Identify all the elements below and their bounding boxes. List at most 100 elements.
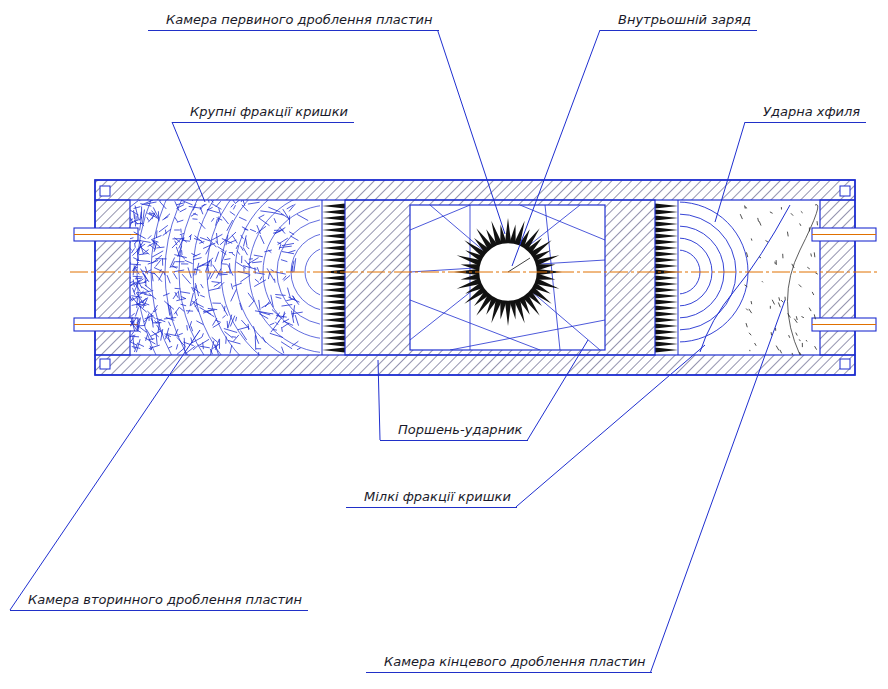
bolt-axis [812, 234, 876, 235]
fragment [162, 217, 168, 220]
fragment [282, 251, 294, 253]
fragment [233, 335, 239, 342]
fragment [134, 207, 141, 209]
striker-spike [322, 294, 345, 299]
leader-line [172, 122, 205, 202]
striker-spike [655, 330, 678, 335]
illustration [70, 79, 880, 465]
fragment [799, 340, 801, 341]
fragment [135, 278, 142, 280]
fragment [175, 217, 178, 222]
striker-spike [322, 216, 345, 221]
fragment [228, 264, 233, 275]
leader-line [10, 330, 200, 610]
fragment [232, 253, 235, 255]
callout-label: Внутрьошній заряд [600, 12, 757, 31]
end-cap [95, 200, 130, 355]
fragment [231, 283, 233, 289]
fragment [134, 232, 146, 239]
fragment [749, 350, 750, 351]
fragment [130, 278, 131, 289]
charge-spike [536, 255, 560, 265]
fragment [807, 267, 809, 269]
fragment [289, 204, 295, 212]
crack-line [788, 205, 818, 355]
fragment [177, 220, 183, 222]
fragment [131, 313, 134, 316]
fragment [130, 332, 134, 338]
fragment [249, 301, 254, 307]
callout-label: Ударна хфиля [745, 104, 866, 123]
fragment [152, 255, 162, 263]
crack-line [430, 205, 600, 350]
fragment [781, 207, 782, 209]
fragment [190, 235, 191, 240]
striker-spike [322, 240, 345, 245]
callout-label: Крупні фракції кришки [172, 104, 354, 123]
fragment [199, 241, 204, 243]
fragment [230, 212, 235, 216]
striker-spike [655, 336, 678, 341]
fragment [167, 275, 170, 283]
fragment [210, 270, 215, 279]
fragment [745, 207, 747, 209]
fragment [142, 287, 149, 292]
fragment [138, 317, 140, 322]
shock-wave [235, 200, 320, 355]
fragment [274, 230, 284, 231]
fragment [781, 300, 783, 302]
fragment [274, 228, 285, 235]
fragment [142, 200, 154, 205]
striker-spike [322, 264, 345, 269]
fragment [231, 289, 237, 301]
fragment [178, 333, 182, 335]
fragment [294, 258, 296, 272]
fragment [239, 217, 246, 220]
fragment [130, 219, 133, 225]
striker-spike [655, 252, 678, 257]
fragment [149, 213, 155, 215]
fragment [289, 216, 290, 225]
fragment [132, 296, 139, 301]
striker-spike [655, 204, 678, 209]
fragment [168, 334, 170, 342]
striker-spike [655, 234, 678, 239]
fragment [185, 260, 193, 263]
fragment [148, 235, 151, 238]
striker-spike [655, 348, 678, 353]
fragment [780, 350, 782, 354]
fragment [806, 340, 807, 341]
striker-spike [655, 324, 678, 329]
fragment [224, 329, 237, 333]
fragment [162, 258, 163, 265]
fragment [759, 221, 761, 225]
charge-spike [457, 278, 481, 288]
fragment [241, 320, 249, 329]
fragment [181, 304, 187, 306]
crack-line [410, 205, 470, 230]
fragment [255, 335, 259, 344]
charge-spike [505, 302, 511, 326]
radius-line [508, 258, 530, 272]
seal-ring [840, 186, 850, 196]
fragment [145, 313, 149, 324]
fragment [287, 288, 290, 299]
fragment [157, 247, 165, 249]
striker-spike [322, 306, 345, 311]
charge-spike [537, 264, 555, 270]
fragment [243, 268, 244, 272]
fragment [254, 267, 255, 273]
fragment [139, 200, 140, 201]
fragment [135, 308, 138, 317]
fragment [153, 207, 158, 218]
fragment [175, 292, 178, 298]
fragment [207, 200, 209, 203]
fragment [275, 322, 278, 325]
fragment [200, 204, 205, 210]
fragment [815, 273, 817, 274]
fragment [799, 284, 802, 287]
striker-spike [322, 228, 345, 233]
shock-wave [151, 200, 320, 355]
fragment [130, 242, 131, 249]
fragment [146, 334, 148, 340]
